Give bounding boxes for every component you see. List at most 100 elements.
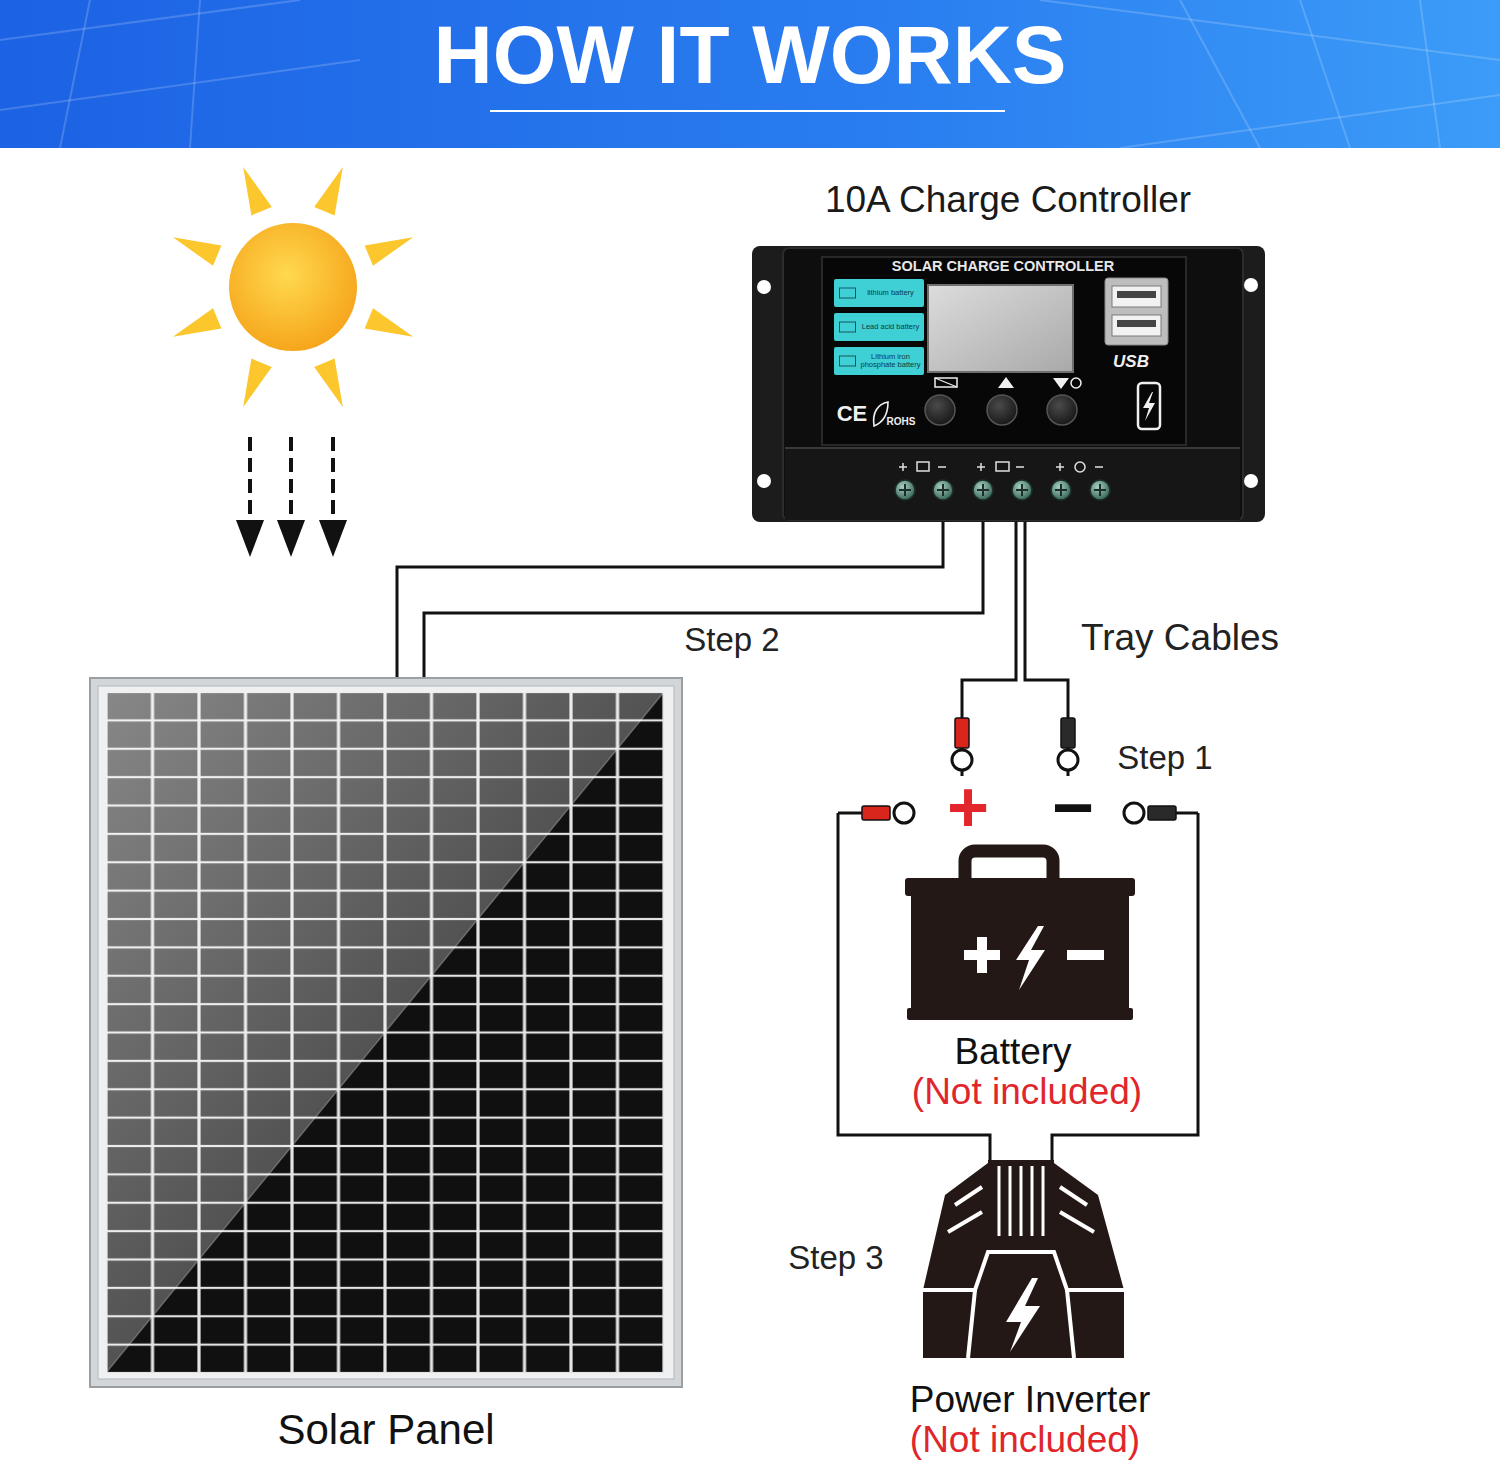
charge-controller-illustration-part [822,257,1186,445]
header-banner-part-part [1180,0,1260,148]
inverter-icon-part [1006,1278,1040,1352]
charge-controller-illustration-part-part [1016,466,1024,468]
inverter-icon [923,1160,1124,1358]
charge-controller-illustration-part [874,402,888,426]
sunlight-arrows-part [250,437,333,522]
inverter-icon-part-part [948,1212,982,1232]
charge-controller-illustration-part [752,246,1265,522]
inverter-icon-part-part [1020,1166,1023,1236]
polarity-sign: − [1052,768,1094,847]
battery-lead-part [862,806,890,820]
cert-mark: CE [837,402,868,426]
sun-icon-part-part [243,359,272,408]
charge-controller-illustration-part-part [937,484,949,496]
inverter-icon-part-part [968,1290,975,1358]
wire-connector [838,813,1198,1160]
component-title: Power Inverter [910,1379,1151,1422]
header-banner-part-part [0,60,360,110]
battery-icon-part [1016,926,1045,990]
sun-icon-part-part [365,237,414,266]
inverter-icon-part-part [1042,1166,1045,1236]
charge-controller-illustration-part [895,480,1110,500]
sun-icon-part-part [173,308,222,337]
header-banner-part-part [1300,0,1350,148]
charge-controller-illustration-part-part [1055,484,1067,496]
solar-panel-illustration-part [106,692,664,1373]
charge-controller-illustration-part-part [938,466,946,468]
inverter-icon-part-part [1067,1290,1074,1358]
battery-lead-part [894,803,914,823]
charge-controller-illustration-part-part [757,474,771,488]
battery-type-tab: lithium battery [834,279,924,307]
availability-note: (Not included) [910,1419,1140,1462]
charge-controller-illustration-part [785,447,1240,520]
solar-panel-illustration-part [106,692,664,1373]
sun-icon-part-part [314,167,343,216]
solar-panel: Solar Panel [90,678,682,1460]
sun-icon-part-part [314,359,343,408]
battery-lead-part [1148,806,1176,820]
solar-panel-illustration-part [106,692,664,1373]
ring-terminal-part [1058,750,1078,770]
charge-controller-illustration-part [1138,383,1160,429]
step-label: Step 3 [788,1240,883,1276]
battery-type-text: lithium battery [860,289,921,297]
sunlight-arrows-part-part [319,520,347,557]
charge-controller-illustration-part-part [977,463,985,471]
charge-controller-illustration-part-part [996,462,1009,471]
header-banner-part-part [60,0,90,148]
battery: Battery(Not included) [836,776,1200,1112]
device-brand-text: SOLAR CHARGE CONTROLLER [892,258,1114,275]
step-label: Step 2 [684,622,779,658]
page-title: HOW IT WORKS [0,14,1500,96]
solar-panel-illustration-part [90,678,682,1387]
charge-controller-illustration-part-part [917,462,929,471]
charge-controller-illustration-part [783,248,1243,520]
component-title: 10A Charge Controller [825,179,1191,222]
charge-controller-illustration-part-part [1244,474,1258,488]
inverter-icon-part-part [1009,1166,1012,1236]
charge-controller-illustration-part-part [895,480,915,500]
cert-mark: ROHS [887,416,916,427]
header-banner [0,0,1500,148]
charge-controller-illustration-part-part [933,480,953,500]
charge-controller-illustration-part [1071,378,1081,388]
charge-controller-illustration-part [928,285,1073,372]
battery-icon-part [1067,950,1104,960]
header-banner-part [0,0,1500,148]
charge-controller-illustration-part-part [1075,462,1085,472]
sunlight-arrows-part-part [289,437,293,522]
charge-controller-illustration-part [899,462,1103,472]
solar-panel-illustration [90,678,682,1387]
charge-controller-illustration [752,246,1265,522]
battery-type-text: Lithium iron phosphate battery [860,353,921,368]
header-banner-part [0,0,1500,148]
inverter-icon-part-part [1031,1166,1034,1236]
charge-controller-illustration-part-part [1244,278,1258,292]
inverter-icon-part [923,1187,1124,1358]
inverter-icon-part [988,1160,1054,1245]
ring-terminal-part [1061,718,1075,748]
charge-controller-illustration-part-part [1095,466,1103,468]
charge-controller-illustration-part-part [1090,480,1110,500]
charge-controller-illustration-part [1143,392,1155,421]
inverter-icon-part-part [1060,1212,1094,1232]
battery-lead-part [1124,803,1144,823]
battery-type-tab: Lithium iron phosphate battery [834,347,924,375]
battery-icon-part [907,1008,1133,1020]
charge-controller-illustration-part [935,378,957,387]
sun-icon-part-part [365,308,414,337]
wire-connector [962,522,1068,776]
sunlight-arrows-part-part [248,437,252,522]
charge-controller-illustration-part-part [1051,480,1071,500]
charge-controller-illustration-part-part [977,484,989,496]
inverter-icon-part-part [998,1166,1001,1236]
sunlight-arrows-part-part [331,437,335,522]
ring-terminal [952,718,1078,770]
charge-controller-illustration-part-part [1094,484,1106,496]
charge-controller-illustration-part-part [1056,463,1064,471]
header-banner-part [490,110,1005,112]
battery-icon [905,851,1135,1020]
